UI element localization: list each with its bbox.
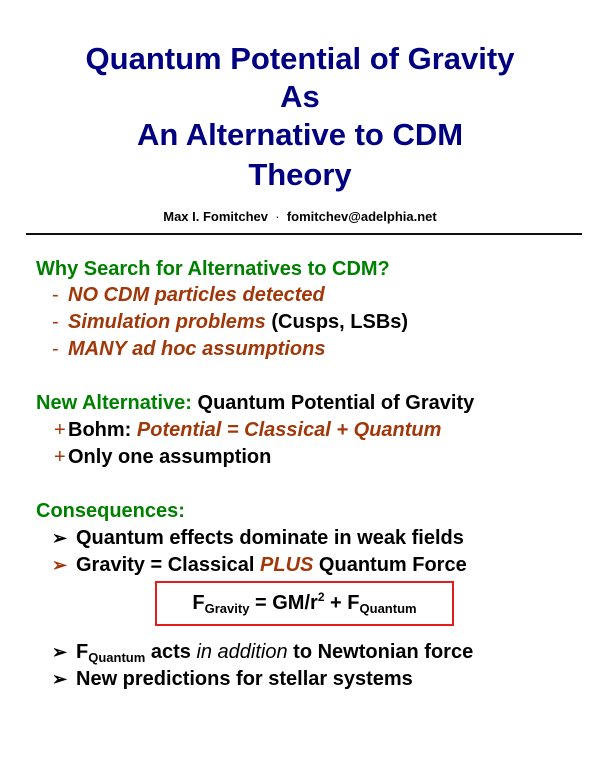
- dash-bullet-icon: -: [52, 284, 59, 306]
- new-alternative-heading: New Alternative: Quantum Potential of Gr…: [36, 392, 475, 414]
- why-bullet-2: -Simulation problems (Cusps, LSBs): [52, 311, 409, 333]
- consequence-bullet-1: ➢Quantum effects dominate in weak fields: [52, 527, 464, 549]
- author-email: fomitchev@adelphia.net: [286, 209, 437, 224]
- new-bullet-2: +Only one assumption: [54, 446, 272, 468]
- author-name: Max I. Fomitchev: [163, 209, 268, 224]
- author-line: Max I. Fomitchev · fomitchev@adelphia.ne…: [0, 209, 600, 224]
- dash-bullet-icon: -: [52, 311, 59, 333]
- author-separator: ·: [275, 209, 280, 224]
- title-line-4: Theory: [248, 157, 352, 192]
- consequences-heading: Consequences:: [36, 500, 185, 522]
- why-heading: Why Search for Alternatives to CDM?: [36, 258, 390, 280]
- title-line-2: As: [280, 79, 320, 114]
- consequence-bullet-4: ➢New predictions for stellar systems: [52, 668, 413, 690]
- title-line-3: An Alternative to CDM: [136, 117, 464, 152]
- arrow-bullet-icon: ➢: [52, 528, 68, 548]
- new-bullet-1: +Bohm: Potential = Classical + Quantum: [54, 419, 442, 441]
- arrow-bullet-icon: ➢: [52, 642, 68, 662]
- title-line-1: Quantum Potential of Gravity: [85, 41, 515, 76]
- why-bullet-3: -MANY ad hoc assumptions: [52, 338, 326, 360]
- header-divider: [26, 233, 582, 235]
- dash-bullet-icon: -: [52, 338, 59, 360]
- consequence-bullet-2: ➢Gravity = Classical PLUS Quantum Force: [52, 554, 467, 576]
- consequence-bullet-3: ➢FQuantum acts in addition to Newtonian …: [52, 641, 474, 665]
- formula-box: [155, 581, 454, 626]
- why-bullet-1: -NO CDM particles detected: [52, 284, 325, 306]
- gravity-formula: FGravity = GM/r2 + FQuantum: [192, 590, 417, 616]
- arrow-bullet-icon: ➢: [52, 669, 68, 689]
- arrow-bullet-icon: ➢: [52, 555, 68, 575]
- plus-bullet-icon: +: [54, 419, 66, 441]
- plus-bullet-icon: +: [54, 446, 66, 468]
